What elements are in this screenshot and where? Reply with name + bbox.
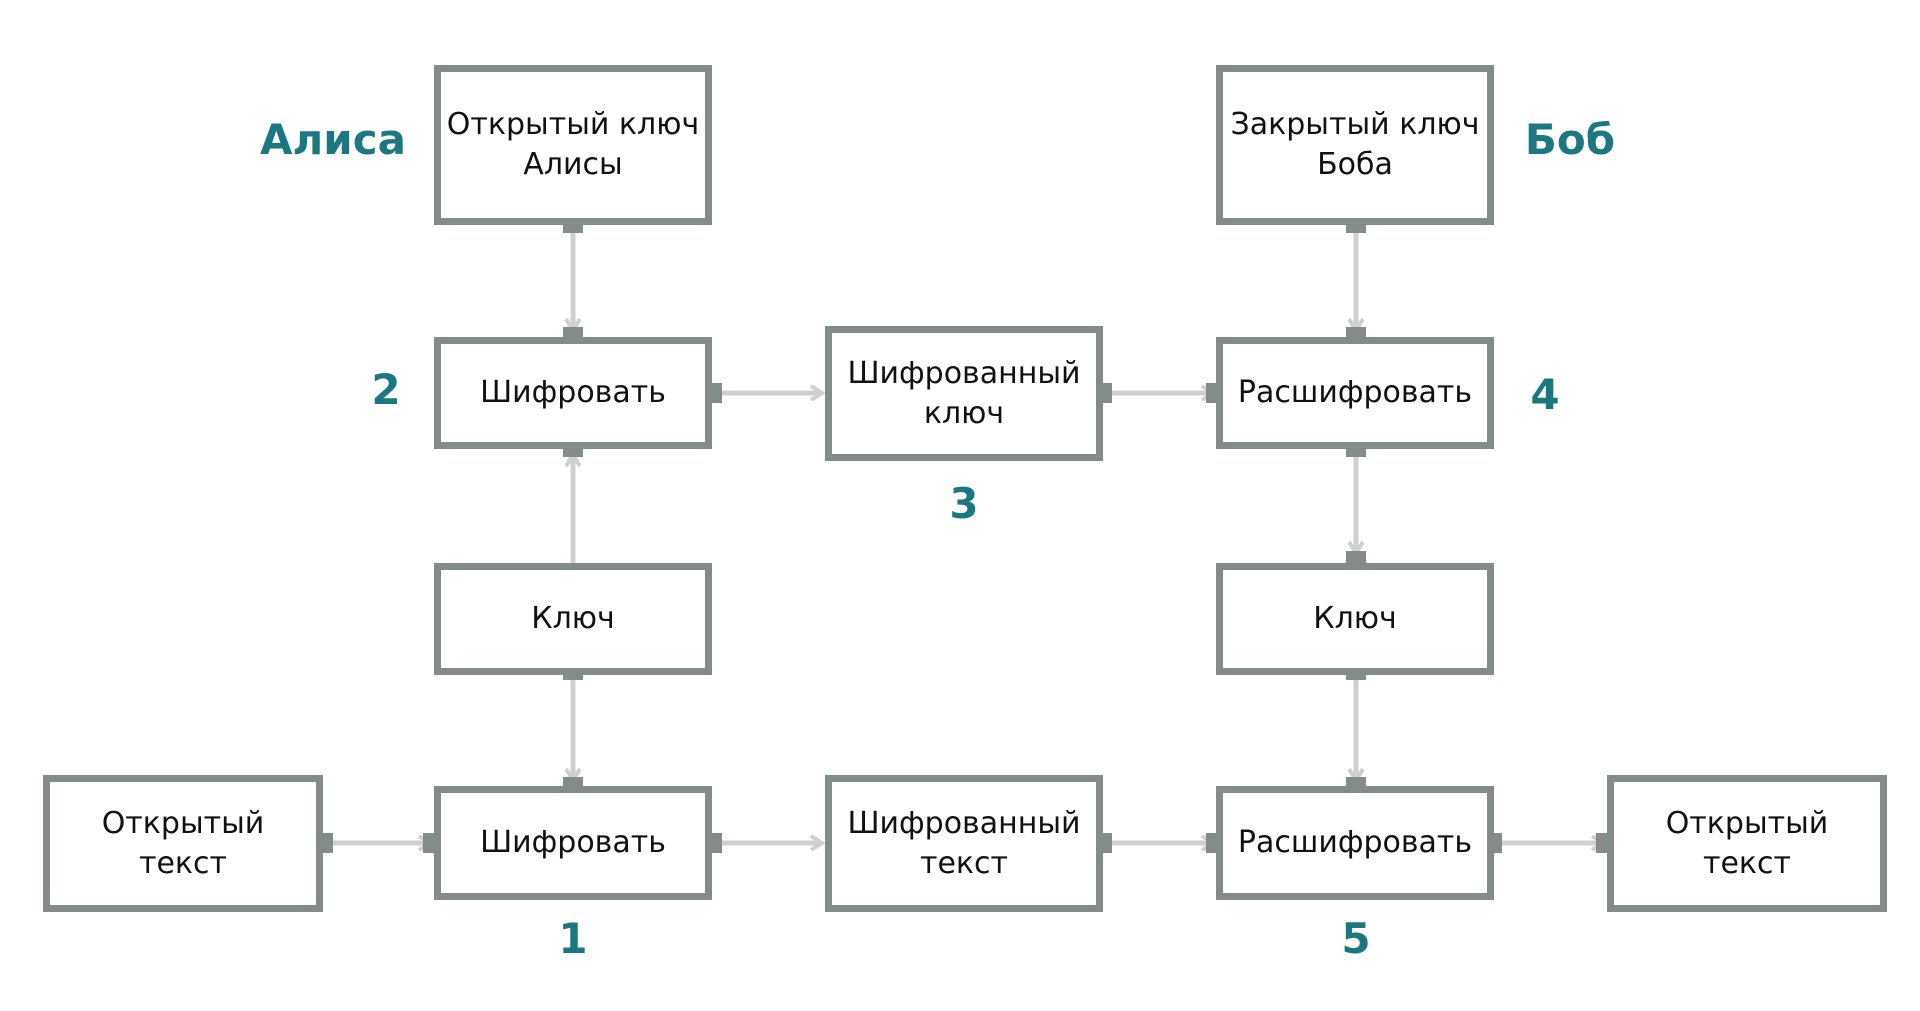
port [563, 327, 583, 340]
port [709, 383, 722, 403]
encrypt-text-box: Шифровать [434, 786, 712, 900]
encrypted-key-box: Шифрованный ключ [825, 326, 1103, 461]
plaintext-input-box: Открытый текст [43, 775, 323, 912]
key-right-box: Ключ [1216, 563, 1494, 675]
step-3-label: 3 [949, 479, 979, 528]
step-5-label: 5 [1341, 914, 1371, 963]
port [1206, 833, 1219, 853]
port [320, 833, 333, 853]
encrypt-key-box: Шифровать [434, 337, 712, 449]
step-4-label: 4 [1530, 370, 1560, 419]
actor-alice-label: Алиса [260, 115, 406, 164]
port [1596, 833, 1609, 853]
step-2-label: 2 [371, 365, 401, 414]
port [1206, 383, 1219, 403]
bob-private-key-box: Закрытый ключ Боба [1216, 65, 1494, 225]
plaintext-output-box: Открытый текст [1607, 775, 1887, 912]
port [1346, 551, 1366, 564]
decrypt-key-box: Расшифровать [1216, 337, 1494, 449]
ciphertext-box: Шифрованный текст [825, 775, 1103, 912]
step-1-label: 1 [558, 914, 588, 963]
key-left-box: Ключ [434, 563, 712, 675]
port [423, 833, 436, 853]
alice-public-key-box: Открытый ключ Алисы [434, 65, 712, 225]
port [709, 833, 722, 853]
port [1346, 327, 1366, 340]
actor-bob-label: Боб [1524, 115, 1616, 164]
decrypt-text-box: Расшифровать [1216, 786, 1494, 900]
